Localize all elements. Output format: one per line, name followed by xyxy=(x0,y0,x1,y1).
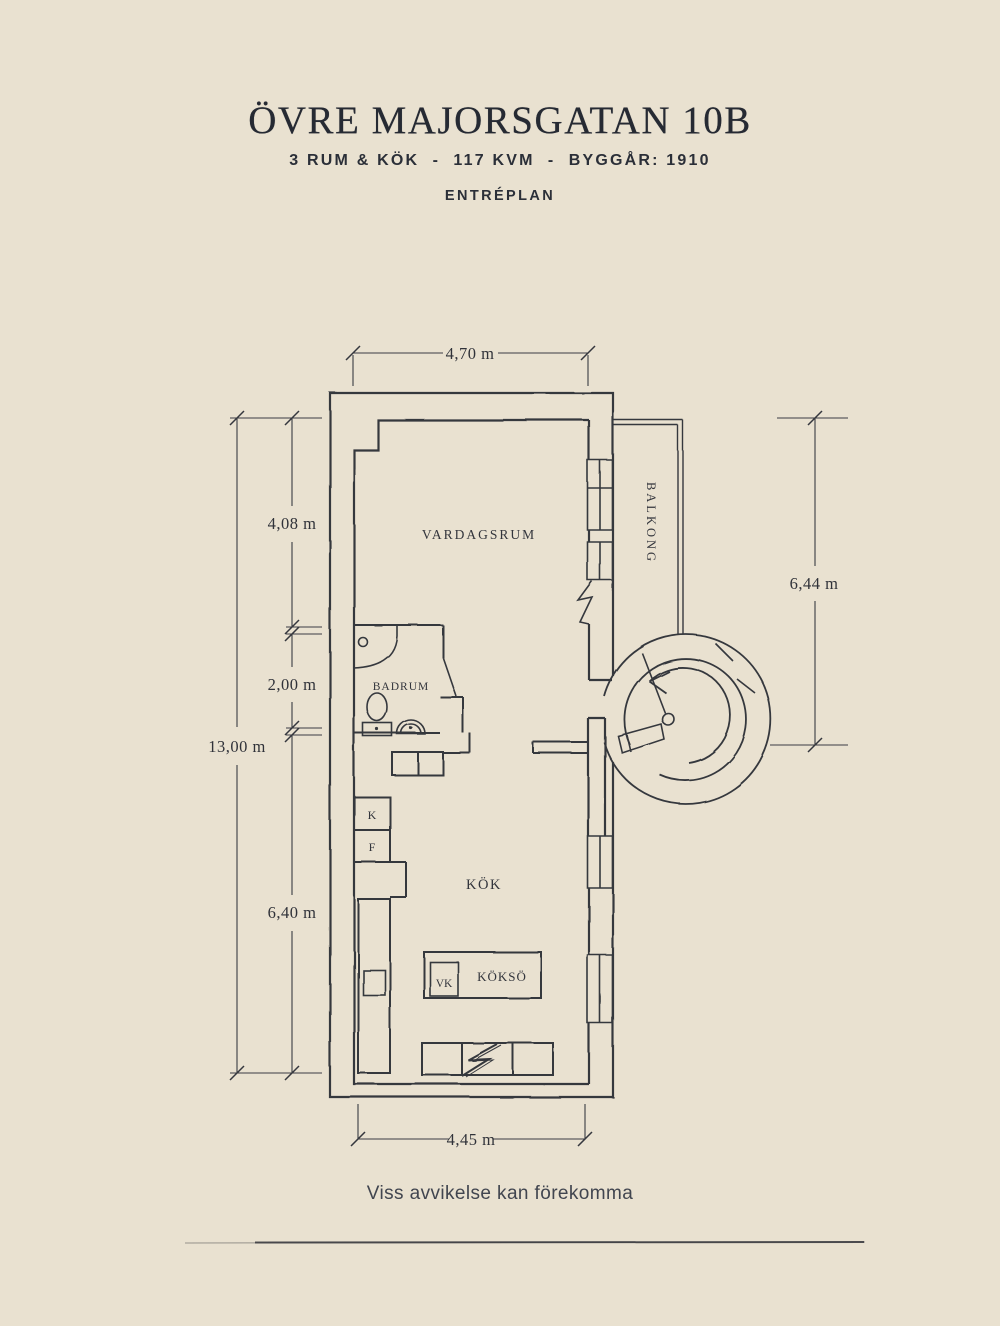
window-kitchen-1 xyxy=(586,835,614,889)
label-vk: VK xyxy=(436,978,453,990)
balcony-door-swing xyxy=(576,580,594,625)
disclaimer-text: Viss avvikelse kan förekomma xyxy=(366,1183,634,1204)
kitchen-counter-bottom xyxy=(421,1042,554,1076)
dim-bottom-width: 4,45 m xyxy=(447,1130,496,1149)
room-label-balkong: BALKONG xyxy=(644,482,658,564)
kitchen-wall-stub xyxy=(354,861,407,898)
stair-step-dividers xyxy=(714,642,756,694)
dimension-lines-group xyxy=(229,345,848,1147)
sink-drain-dot xyxy=(409,726,413,730)
label-kokso: KÖKSÖ xyxy=(477,969,527,984)
kitchen-counter-left xyxy=(357,898,391,1074)
sink-icon xyxy=(396,719,426,735)
dim-left-lower: 6,40 m xyxy=(268,903,317,922)
dishwasher-box xyxy=(429,961,459,997)
dim-left-mid: 2,00 m xyxy=(268,675,317,694)
walls-group xyxy=(328,391,615,1099)
dim-left-total: 13,00 m xyxy=(208,737,266,756)
plan-level-label: ENTRÉPLAN xyxy=(444,188,556,204)
dimension-labels-group: 4,70 m 4,08 m 2,00 m 13,00 m 6,40 m 6,44… xyxy=(208,344,838,1149)
dim-top-width: 4,70 m xyxy=(446,344,495,363)
window-livingroom-1 xyxy=(586,459,614,531)
hall-closets xyxy=(391,751,444,776)
stove-symbol-outline xyxy=(465,1044,502,1078)
window-livingroom-2 xyxy=(586,541,614,581)
stair-turret-group xyxy=(603,633,772,805)
label-fridge: K xyxy=(368,808,377,822)
dimension-lines xyxy=(230,352,848,1140)
dim-right-height: 6,44 m xyxy=(790,574,839,593)
stove-symbol xyxy=(461,1043,498,1077)
stair-newel-hub xyxy=(661,712,675,726)
toilet-tank-icon xyxy=(362,722,393,737)
footer-rule xyxy=(254,1240,865,1244)
page-title: ÖVRE MAJORSGATAN 10B xyxy=(248,99,752,142)
inner-wall xyxy=(352,418,589,1086)
room-label-kok: KÖK xyxy=(466,876,502,893)
stair-direction-arrow xyxy=(648,666,732,764)
inner-right-wall-segments xyxy=(586,420,612,1084)
bathroom-fixtures-group xyxy=(353,625,426,737)
entry-wall xyxy=(532,741,588,754)
turret-inner-ring xyxy=(623,657,748,782)
toilet-flush-dot xyxy=(375,727,379,731)
label-freezer: F xyxy=(369,840,376,854)
bathroom-door-leaf xyxy=(442,657,457,697)
stair-radial-line xyxy=(641,652,666,714)
toilet-bowl-icon xyxy=(366,692,388,722)
turret-outer-ring xyxy=(603,633,772,805)
outer-wall xyxy=(328,391,615,1099)
stair-entry-step xyxy=(617,722,665,755)
windows-group xyxy=(576,459,614,1024)
room-label-badrum: BADRUM xyxy=(373,681,429,693)
shower-enclosure xyxy=(353,625,398,669)
kitchen-island xyxy=(423,951,542,999)
balcony-group xyxy=(613,419,684,634)
dim-left-upper: 4,08 m xyxy=(268,514,317,533)
balcony-railing xyxy=(613,419,684,634)
shower-head-icon xyxy=(357,636,369,648)
footer-rule-group xyxy=(184,1240,866,1244)
kitchen-sink xyxy=(362,969,386,996)
page-subtitle: 3 RUM & KÖK - 117 KVM - BYGGÅR: 1910 xyxy=(289,152,711,169)
plan-labels-group: VARDAGSRUM BALKONG BADRUM KÖK KÖKSÖ VK K… xyxy=(368,482,658,990)
room-label-vardagsrum: VARDAGSRUM xyxy=(422,527,536,542)
window-kitchen-2 xyxy=(586,954,614,1024)
dimension-ticks xyxy=(229,345,823,1147)
